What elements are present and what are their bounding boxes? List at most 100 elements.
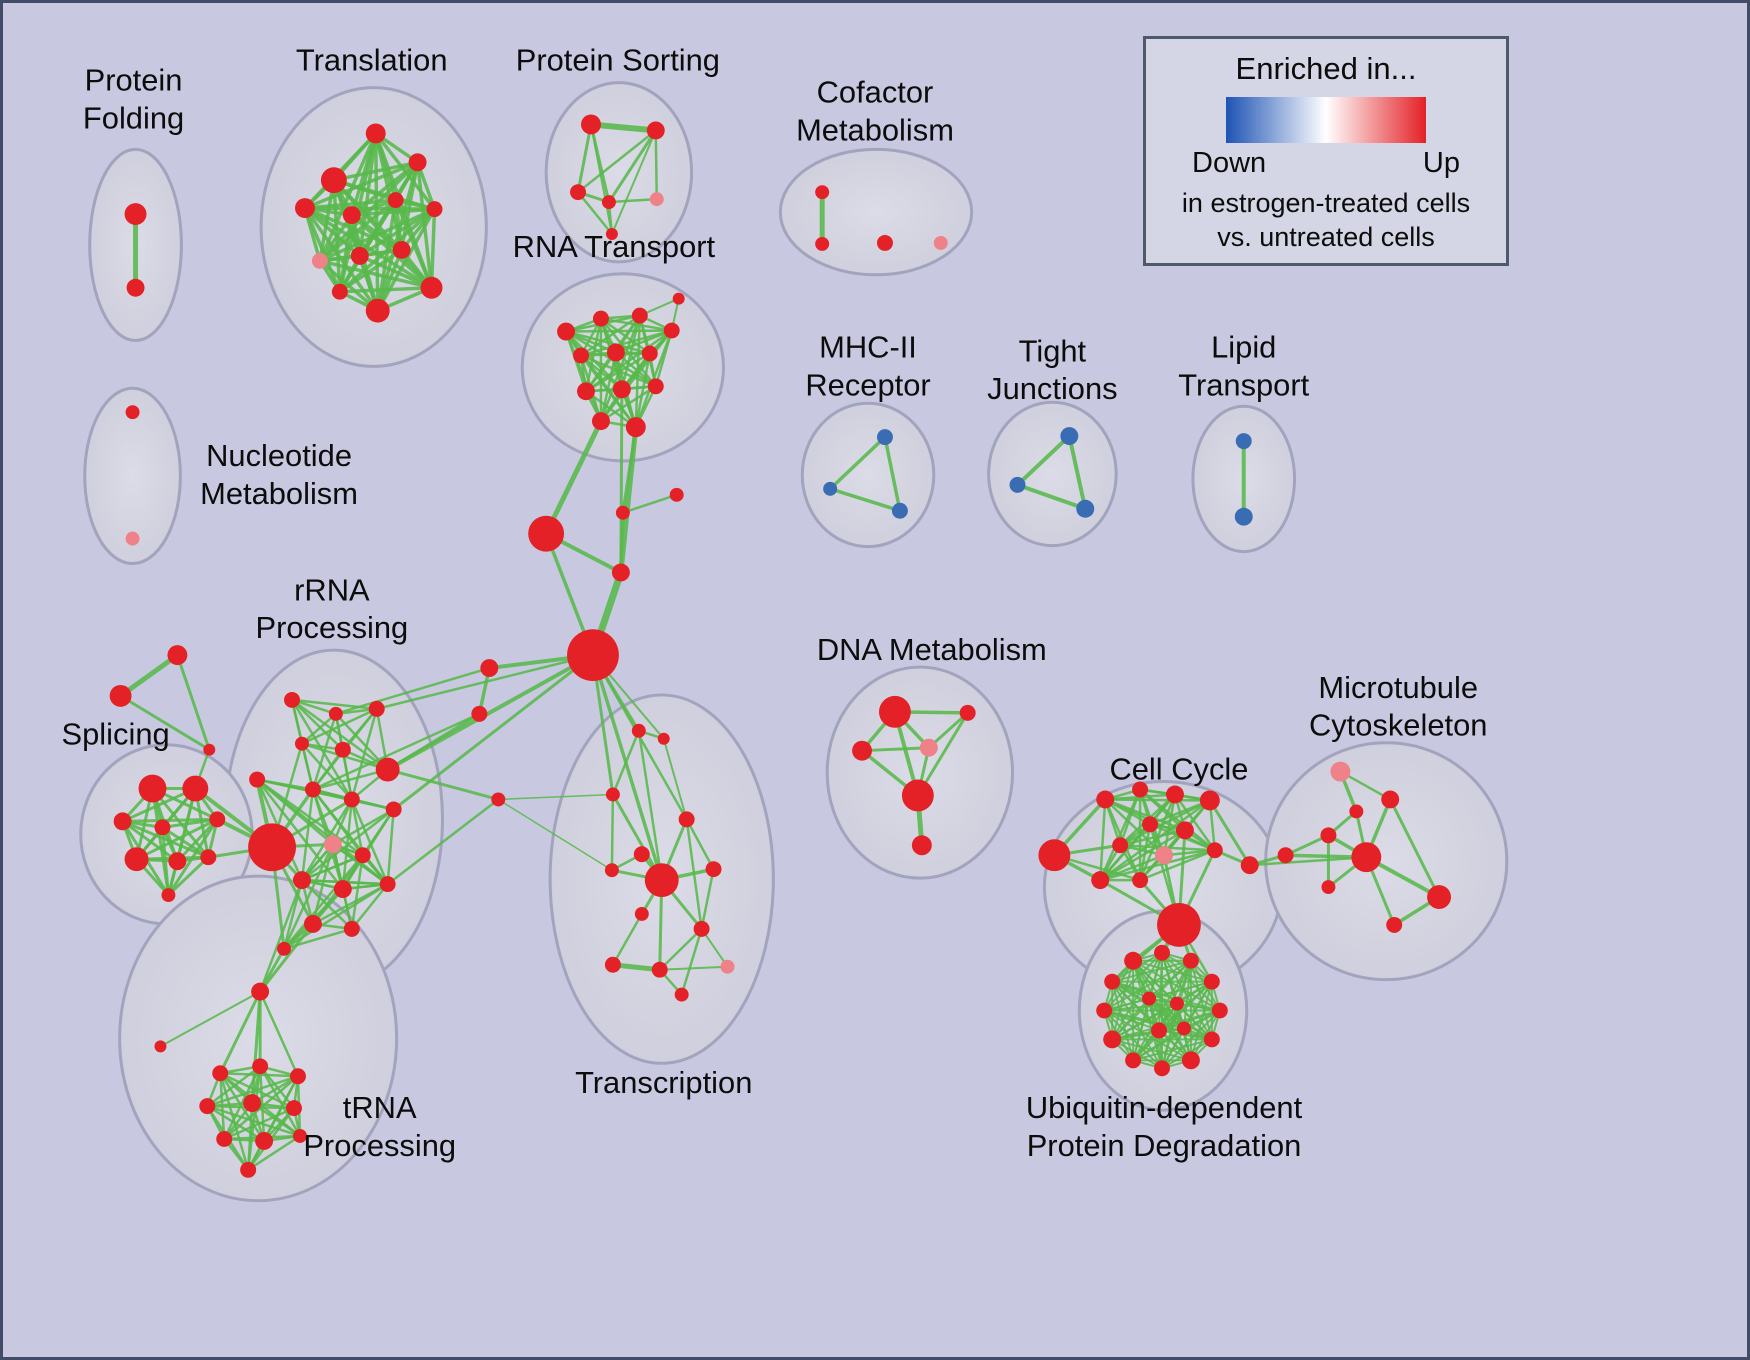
node-90 (252, 1058, 269, 1075)
edge (1103, 798, 1212, 802)
node-66 (200, 849, 217, 866)
edge (386, 798, 500, 886)
node-137 (1320, 827, 1337, 844)
edge (543, 418, 604, 537)
node-156 (1151, 1022, 1167, 1039)
edge (621, 425, 638, 515)
edge (1103, 1009, 1161, 1032)
edge (206, 1065, 262, 1108)
node-77 (343, 791, 360, 808)
edge (373, 131, 380, 313)
edge (255, 778, 389, 886)
node-74 (375, 757, 400, 782)
node-145 (1154, 1060, 1170, 1077)
edge (497, 793, 614, 801)
node-23 (876, 234, 893, 251)
edge (282, 843, 335, 951)
edge (1158, 980, 1213, 1032)
node-19 (649, 192, 664, 207)
node-36 (625, 417, 646, 438)
node-152 (1182, 952, 1199, 969)
edge (206, 1074, 300, 1108)
node-5 (294, 198, 315, 219)
node-133 (1157, 903, 1201, 947)
node-46 (1235, 433, 1252, 450)
legend-box: Enriched in... Down Up in estrogen-treat… (1143, 36, 1509, 266)
edge (1111, 997, 1151, 1041)
edge (318, 207, 437, 263)
node-92 (199, 1098, 216, 1115)
node-16 (646, 121, 665, 140)
edge (386, 808, 395, 886)
cluster-label-splicing: Splicing (62, 717, 170, 752)
node-129 (1091, 871, 1110, 890)
node-102 (678, 811, 695, 828)
node-54 (471, 705, 488, 722)
node-127 (1155, 846, 1173, 865)
cluster-label-cell-cycle: Cell Cycle (1109, 752, 1248, 787)
edge (350, 798, 389, 886)
edge (1015, 434, 1072, 487)
node-87 (251, 982, 270, 1001)
edge (385, 653, 595, 772)
edge (338, 248, 404, 294)
edge (222, 1106, 296, 1141)
node-45 (1076, 499, 1095, 518)
edge (587, 121, 659, 134)
edge (375, 653, 595, 711)
node-117 (901, 779, 934, 812)
edge (331, 808, 395, 846)
node-122 (1165, 785, 1184, 804)
node-15 (581, 114, 601, 135)
node-12 (420, 276, 443, 299)
node-153 (1203, 973, 1220, 990)
node-110 (651, 961, 668, 978)
node-124 (1142, 816, 1159, 833)
edge (1132, 959, 1178, 1005)
edge (860, 746, 931, 753)
edge (218, 990, 262, 1075)
edge (358, 254, 434, 290)
node-68 (248, 823, 296, 872)
edge (1173, 793, 1217, 852)
node-157 (1176, 1021, 1191, 1036)
edge (1118, 829, 1187, 847)
node-50 (669, 487, 684, 502)
edge (121, 819, 210, 859)
edge (350, 853, 365, 931)
node-42 (891, 502, 908, 519)
edge (282, 927, 354, 951)
node-13 (365, 298, 390, 323)
edge (300, 707, 378, 745)
edge (883, 435, 902, 513)
edge (1208, 798, 1252, 867)
edge (1138, 788, 1217, 852)
node-142 (1211, 1002, 1228, 1019)
cluster-label-translation: Translation (296, 43, 448, 78)
edge (576, 190, 614, 236)
edge (1098, 829, 1187, 882)
node-113 (878, 695, 911, 728)
edge (1148, 980, 1213, 1000)
node-62 (154, 819, 171, 836)
edge (607, 197, 658, 204)
node-147 (1103, 1030, 1122, 1049)
edge (135, 817, 219, 861)
edge (250, 990, 262, 1105)
edge (1138, 823, 1152, 882)
edge (119, 694, 211, 752)
node-0 (124, 203, 147, 226)
edge (311, 768, 389, 791)
node-52 (567, 629, 619, 681)
edge (1158, 959, 1192, 1032)
node-94 (286, 1100, 302, 1117)
node-67 (161, 888, 176, 903)
legend-gradient-bar (1226, 97, 1426, 143)
node-88 (154, 1040, 167, 1053)
